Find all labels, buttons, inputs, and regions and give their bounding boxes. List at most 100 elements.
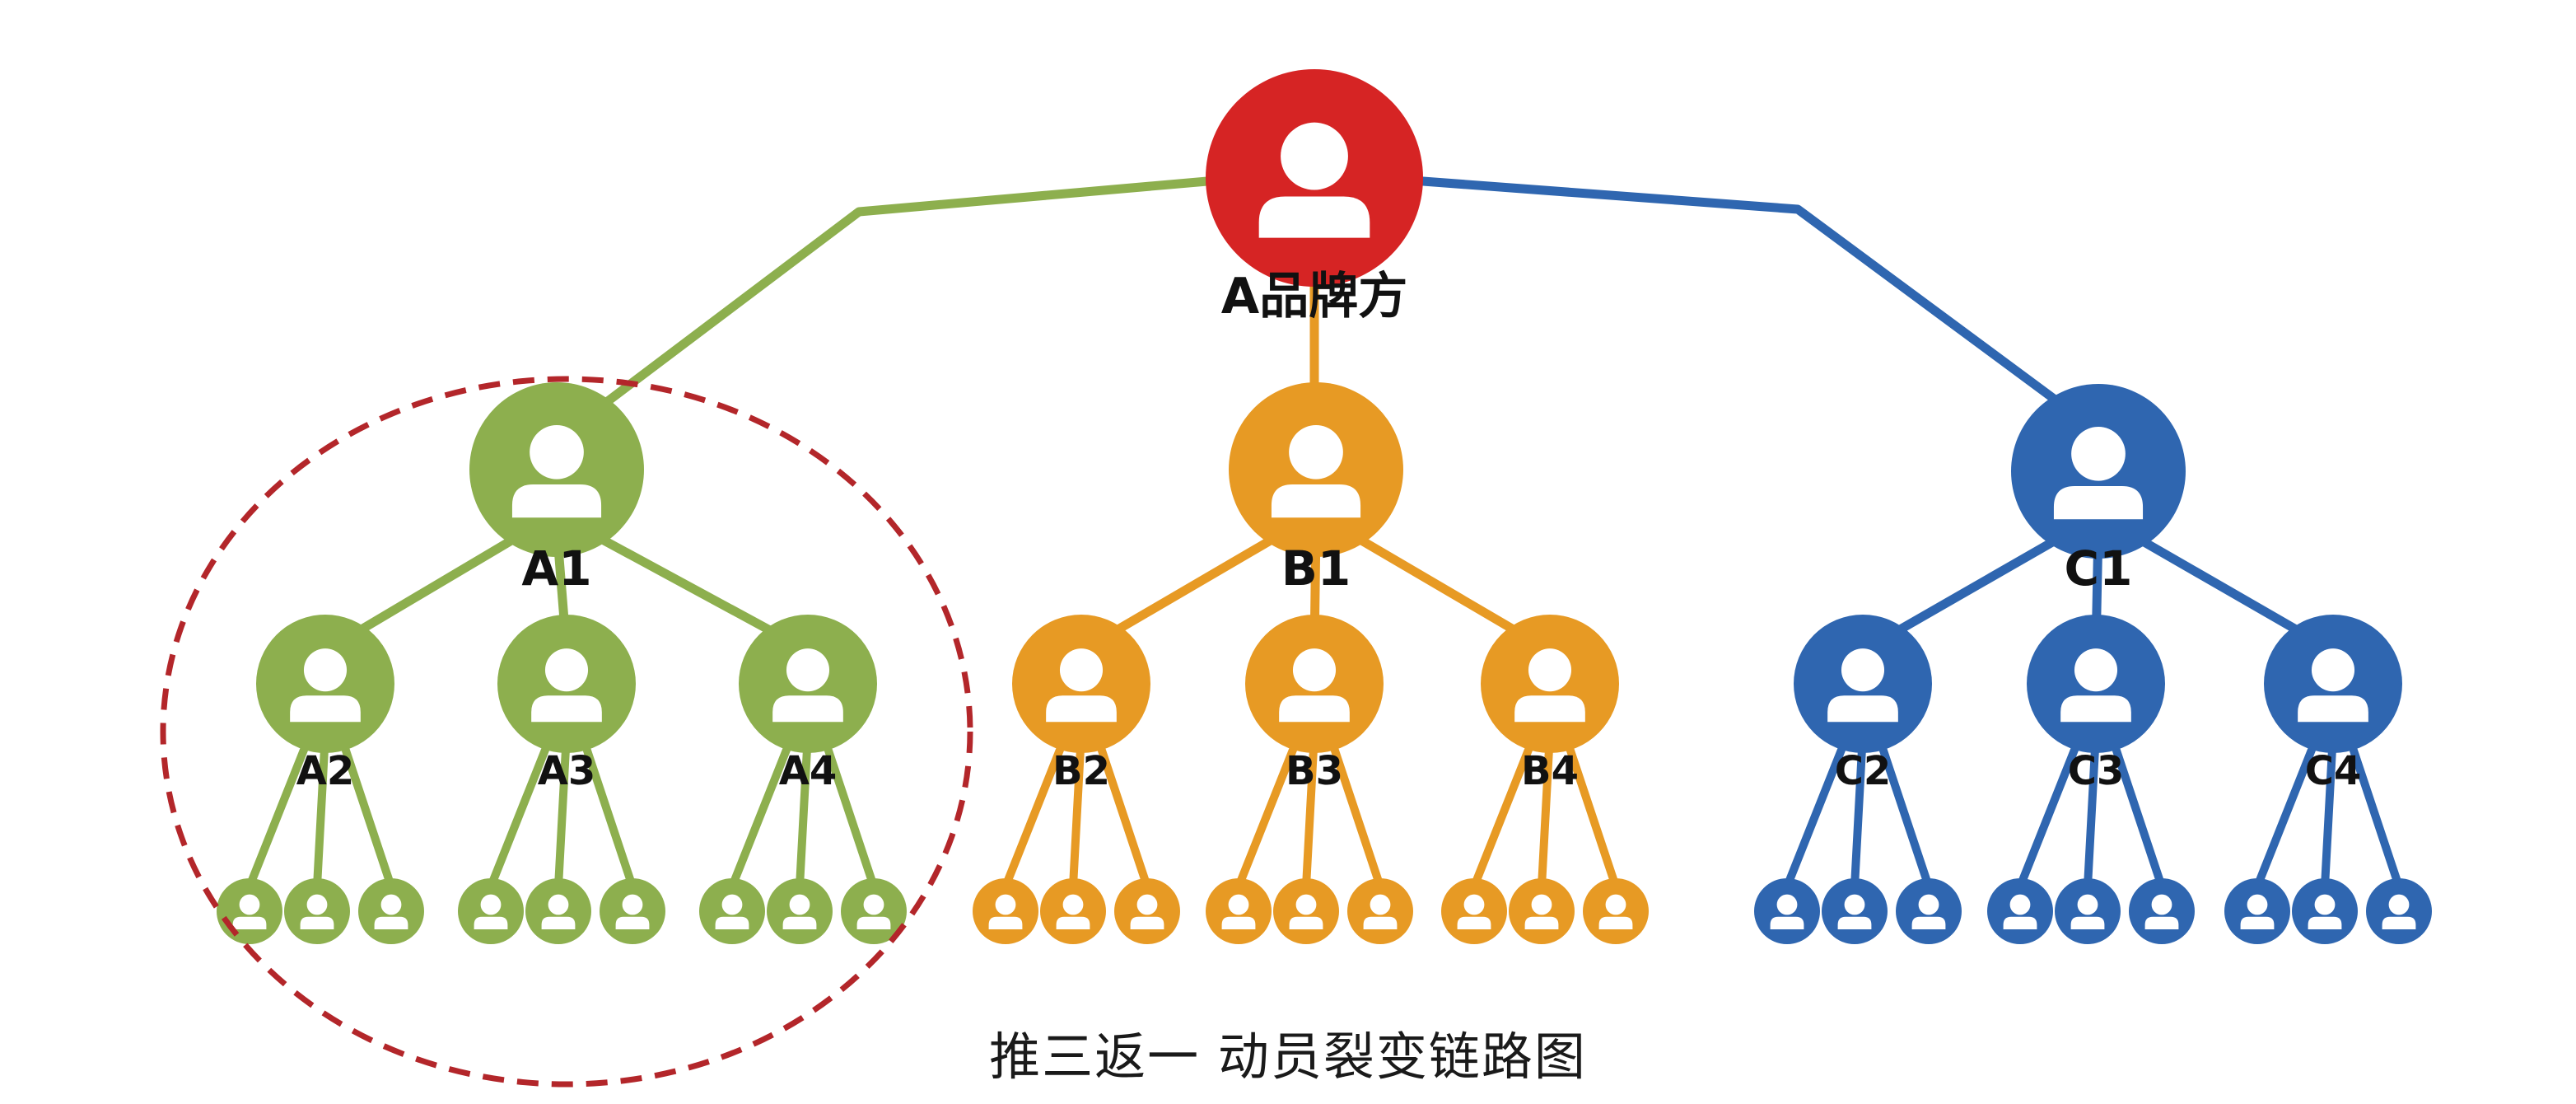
- node-c3: [2027, 615, 2165, 753]
- user-icon: [1514, 648, 1585, 723]
- user-icon: [2070, 894, 2105, 929]
- node-c1: [2011, 384, 2186, 559]
- node-a1: [469, 382, 644, 557]
- user-icon: [2308, 894, 2342, 929]
- user-icon: [2144, 894, 2179, 929]
- user-icon: [1046, 648, 1117, 723]
- node-b2-leaf-3: [1114, 878, 1180, 944]
- user-icon: [1221, 894, 1256, 929]
- edge-c3-leaf-2: [2084, 729, 2100, 891]
- node-c4-leaf-3: [2366, 878, 2432, 944]
- user-icon: [782, 894, 817, 929]
- edge-b3-leaf-3: [1325, 729, 1384, 891]
- node-b3: [1245, 615, 1384, 753]
- node-b1: [1229, 382, 1403, 557]
- edge-b3-leaf-2: [1302, 729, 1318, 891]
- user-icon: [1258, 122, 1370, 238]
- node-b3-leaf-3: [1347, 878, 1413, 944]
- label-b2: B2: [1052, 748, 1110, 794]
- edge-a2-leaf-2: [313, 729, 329, 891]
- user-icon: [2382, 894, 2416, 929]
- edge-b4-leaf-2: [1538, 729, 1554, 891]
- user-icon: [1770, 894, 1804, 929]
- node-c2-leaf-2: [1822, 878, 1888, 944]
- user-icon: [531, 648, 602, 723]
- edge-c3-leaf-3: [2107, 729, 2166, 891]
- edge-c2-leaf-3: [1874, 729, 1933, 891]
- node-a2: [256, 615, 394, 753]
- label-c1: C1: [2065, 540, 2133, 596]
- edge-b2-leaf-2: [1069, 729, 1085, 891]
- user-icon: [615, 894, 650, 929]
- edge-a4-leaf-2: [796, 729, 812, 891]
- user-icon: [300, 894, 334, 929]
- node-a4-leaf-2: [767, 878, 833, 944]
- user-icon: [772, 648, 843, 723]
- node-b4: [1481, 615, 1619, 753]
- edge-b2-leaf-3: [1092, 729, 1151, 891]
- edge-root-a1: [603, 176, 1212, 406]
- edge-b2-leaf-1: [1001, 729, 1071, 891]
- edge-b4-leaf-3: [1561, 729, 1620, 891]
- edge-b3-leaf-1: [1234, 729, 1304, 891]
- label-c2: C2: [1835, 748, 1892, 794]
- edge-c4-leaf-2: [2321, 729, 2337, 891]
- node-c2-leaf-1: [1754, 878, 1820, 944]
- label-b4: B4: [1521, 748, 1579, 794]
- highlight-ellipse: [160, 376, 973, 1088]
- edge-a3-leaf-3: [577, 729, 637, 891]
- user-icon: [2003, 894, 2037, 929]
- user-icon: [1911, 894, 1946, 929]
- user-icon: [541, 894, 576, 929]
- user-icon: [474, 894, 508, 929]
- edge-c2-leaf-1: [1783, 729, 1852, 891]
- edge-root-c1: [1418, 176, 2059, 404]
- node-a3-leaf-3: [600, 878, 665, 944]
- node-c3-leaf-1: [1987, 878, 2053, 944]
- node-b2-leaf-1: [973, 878, 1038, 944]
- label-b1: B1: [1281, 540, 1351, 596]
- tree-nodes: [217, 69, 2432, 944]
- edge-a4-leaf-1: [728, 729, 797, 891]
- node-c4: [2264, 615, 2402, 753]
- edge-c4-leaf-1: [2253, 729, 2322, 891]
- user-icon: [511, 424, 602, 518]
- user-icon: [2053, 426, 2144, 520]
- edge-a4-leaf-3: [819, 729, 878, 891]
- node-a4-leaf-3: [841, 878, 907, 944]
- node-a2-leaf-3: [358, 878, 424, 944]
- user-icon: [1598, 894, 1633, 929]
- node-root: [1206, 69, 1423, 287]
- user-icon: [1363, 894, 1398, 929]
- node-b4-leaf-3: [1583, 878, 1649, 944]
- user-icon: [2298, 648, 2368, 723]
- node-a3-leaf-2: [525, 878, 591, 944]
- user-icon: [2060, 648, 2131, 723]
- user-icon: [1524, 894, 1559, 929]
- node-a3-leaf-1: [458, 878, 524, 944]
- user-icon: [715, 894, 749, 929]
- edge-c3-leaf-1: [2016, 729, 2085, 891]
- tree-edges: [245, 176, 2403, 891]
- diagram-caption: 推三返一 动员裂变链路图: [989, 1027, 1587, 1087]
- edge-a2-leaf-1: [245, 729, 315, 891]
- node-b2-leaf-2: [1040, 878, 1106, 944]
- node-a4: [739, 615, 877, 753]
- label-a1: A1: [521, 540, 591, 596]
- user-icon: [1130, 894, 1164, 929]
- node-c4-leaf-2: [2292, 878, 2358, 944]
- node-c2: [1794, 615, 1932, 753]
- node-c3-leaf-3: [2129, 878, 2195, 944]
- node-a3: [497, 615, 636, 753]
- node-c2-leaf-3: [1896, 878, 1962, 944]
- node-c4-leaf-1: [2224, 878, 2290, 944]
- edge-b4-leaf-1: [1470, 729, 1539, 891]
- user-icon: [1827, 648, 1898, 723]
- node-a2-leaf-2: [284, 878, 350, 944]
- user-icon: [1271, 424, 1361, 518]
- node-c3-leaf-2: [2055, 878, 2121, 944]
- label-b3: B3: [1286, 748, 1343, 794]
- node-b3-leaf-1: [1206, 878, 1272, 944]
